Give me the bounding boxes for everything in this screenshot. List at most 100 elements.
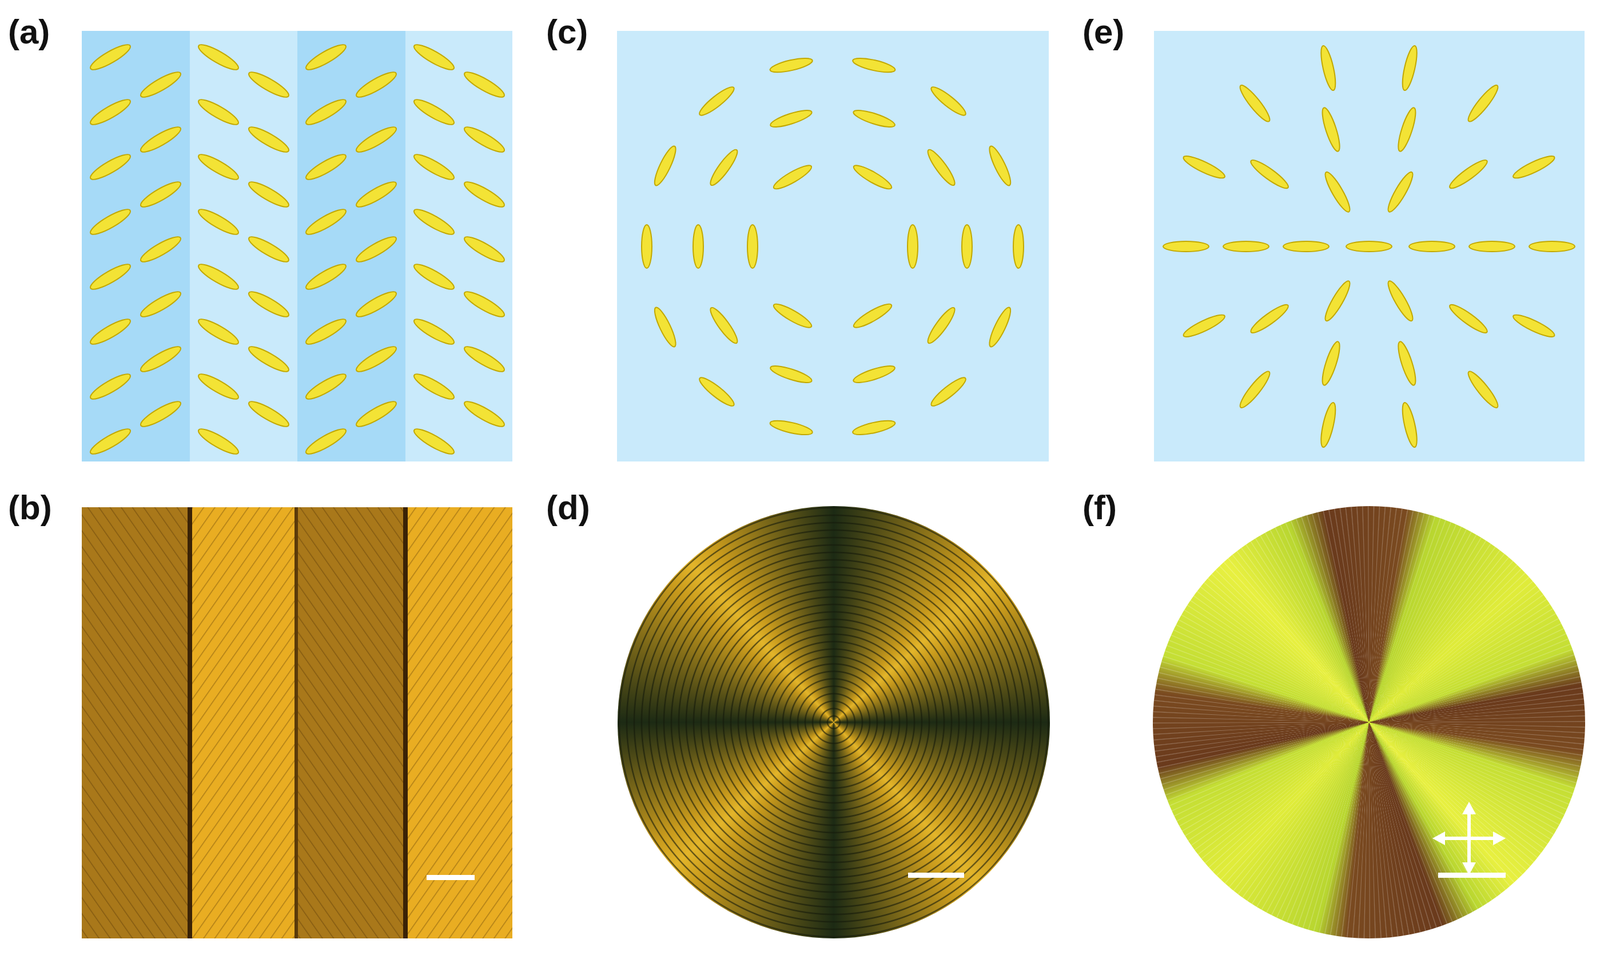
- liquid-crystal-molecule: [851, 55, 897, 76]
- liquid-crystal-molecule: [1013, 224, 1024, 269]
- liquid-crystal-molecule: [928, 83, 969, 119]
- liquid-crystal-molecule: [1465, 82, 1502, 125]
- liquid-crystal-molecule: [1236, 82, 1274, 125]
- liquid-crystal-molecule: [87, 260, 133, 293]
- liquid-crystal-molecule: [1319, 340, 1344, 388]
- liquid-crystal-molecule: [137, 232, 183, 266]
- liquid-crystal-molecule: [303, 424, 349, 458]
- liquid-crystal-molecule: [461, 232, 507, 266]
- ring-lines: [617, 506, 1050, 939]
- liquid-crystal-molecule: [303, 205, 349, 238]
- liquid-crystal-molecule: [1510, 311, 1557, 341]
- liquid-crystal-molecule: [1346, 241, 1392, 252]
- liquid-crystal-molecule: [768, 362, 814, 386]
- liquid-crystal-molecule: [1446, 156, 1490, 193]
- liquid-crystal-molecule: [768, 106, 814, 131]
- liquid-crystal-molecule: [924, 146, 958, 189]
- liquid-crystal-molecule: [1318, 401, 1339, 449]
- liquid-crystal-molecule: [245, 177, 292, 211]
- circular-alignment-schematic: [617, 30, 1049, 462]
- radial-lines: [1152, 506, 1586, 939]
- liquid-crystal-molecule: [985, 144, 1014, 188]
- liquid-crystal-molecule: [245, 232, 292, 266]
- liquid-crystal-molecule: [1319, 106, 1344, 154]
- liquid-crystal-molecule: [87, 150, 133, 183]
- liquid-crystal-molecule: [411, 369, 457, 403]
- liquid-crystal-molecule: [641, 224, 652, 269]
- liquid-crystal-molecule: [137, 287, 183, 321]
- liquid-crystal-molecule: [353, 122, 399, 156]
- liquid-crystal-molecule: [706, 304, 741, 346]
- liquid-crystal-molecule: [87, 369, 133, 403]
- liquid-crystal-molecule: [747, 224, 758, 269]
- liquid-crystal-molecule: [1247, 301, 1291, 337]
- liquid-crystal-molecule: [461, 342, 507, 376]
- liquid-crystal-molecule: [353, 177, 399, 211]
- panel-label: (e): [1082, 14, 1125, 50]
- radial-alignment-schematic: [1153, 30, 1585, 462]
- liquid-crystal-molecule: [137, 122, 183, 156]
- liquid-crystal-molecule: [411, 315, 457, 348]
- liquid-crystal-molecule: [651, 144, 680, 188]
- liquid-crystal-molecule: [1283, 241, 1329, 252]
- liquid-crystal-molecule: [245, 287, 292, 321]
- liquid-crystal-molecule: [907, 224, 918, 269]
- liquid-crystal-molecule: [1469, 241, 1515, 252]
- liquid-crystal-molecule: [195, 150, 241, 183]
- liquid-crystal-molecule: [1465, 368, 1502, 411]
- liquid-crystal-molecule: [87, 40, 133, 74]
- panel-label: (f): [1082, 490, 1117, 525]
- liquid-crystal-molecule: [303, 40, 349, 74]
- liquid-crystal-molecule: [137, 68, 183, 101]
- liquid-crystal-molecule: [851, 418, 897, 439]
- liquid-crystal-molecule: [1181, 311, 1228, 341]
- liquid-crystal-molecule: [245, 342, 292, 376]
- liquid-crystal-molecule: [985, 305, 1014, 349]
- panel-label: (d): [546, 490, 591, 525]
- liquid-crystal-molecule: [195, 205, 241, 238]
- liquid-crystal-molecule: [1223, 241, 1269, 252]
- liquid-crystal-molecule: [1446, 301, 1490, 337]
- liquid-crystal-molecule: [1163, 241, 1209, 252]
- liquid-crystal-molecule: [851, 300, 895, 332]
- liquid-crystal-molecule: [696, 83, 738, 119]
- liquid-crystal-molecule: [1321, 169, 1354, 215]
- liquid-crystal-molecule: [1384, 169, 1417, 215]
- liquid-crystal-molecule: [353, 232, 399, 266]
- liquid-crystal-molecule: [461, 68, 507, 101]
- liquid-crystal-molecule: [1236, 368, 1274, 411]
- liquid-crystal-molecule: [303, 369, 349, 403]
- liquid-crystal-molecule: [928, 373, 969, 409]
- liquid-crystal-molecule: [852, 362, 897, 386]
- liquid-crystal-molecule: [137, 177, 183, 211]
- liquid-crystal-molecule: [1394, 106, 1419, 154]
- stripe-alignment-schematic: [81, 30, 513, 462]
- liquid-crystal-molecule: [411, 260, 457, 293]
- liquid-crystal-molecule: [137, 342, 183, 376]
- liquid-crystal-molecule: [1529, 241, 1575, 252]
- liquid-crystal-molecule: [411, 424, 457, 458]
- liquid-crystal-molecule: [411, 150, 457, 183]
- liquid-crystal-molecule: [411, 40, 457, 74]
- liquid-crystal-molecule: [245, 397, 292, 431]
- liquid-crystal-molecule: [771, 300, 815, 332]
- stripe-micrograph: [81, 507, 513, 939]
- liquid-crystal-molecule: [693, 224, 704, 269]
- liquid-crystal-molecule: [353, 342, 399, 376]
- liquid-crystal-molecule: [195, 424, 241, 458]
- liquid-crystal-molecule: [696, 373, 738, 409]
- liquid-crystal-molecule: [303, 260, 349, 293]
- liquid-crystal-molecule: [1318, 44, 1339, 92]
- liquid-crystal-molecule: [353, 68, 399, 101]
- liquid-crystal-molecule: [303, 95, 349, 129]
- liquid-crystal-molecule: [1321, 278, 1354, 324]
- liquid-crystal-molecule: [87, 315, 133, 348]
- liquid-crystal-molecule: [303, 150, 349, 183]
- liquid-crystal-molecule: [411, 205, 457, 238]
- liquid-crystal-molecule: [461, 287, 507, 321]
- liquid-crystal-molecule: [651, 305, 680, 349]
- liquid-crystal-molecule: [245, 122, 292, 156]
- liquid-crystal-molecule: [1394, 340, 1419, 388]
